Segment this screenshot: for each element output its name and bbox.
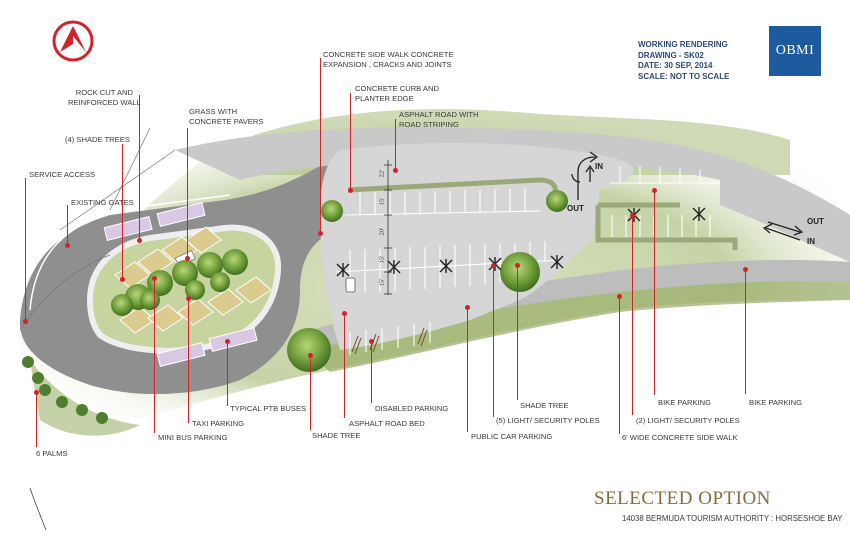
- drawing-subtitle: 14038 BERMUDA TOURISM AUTHORITY : HORSES…: [622, 514, 843, 523]
- label-sidewalk-6: 6' WIDE CONCRETE SIDE WALK: [622, 433, 738, 442]
- label-curb: CONCRETE CURB AND PLANTER EDGE: [355, 84, 439, 103]
- dimension-line: [384, 160, 392, 295]
- label-shade-tree-2: SHADE TREE: [520, 401, 569, 410]
- traffic-out-top: OUT: [567, 204, 584, 213]
- label-ptb-buses: TYPICAL PTB BUSES: [230, 404, 307, 413]
- drawing-title: SELECTED OPTION: [594, 488, 771, 509]
- obmi-logo: OBMI: [769, 26, 821, 76]
- label-bike-parking-2: BIKE PARKING: [749, 398, 803, 407]
- drawing-info-block: WORKING RENDERING DRAWING - SK02 DATE: 3…: [638, 40, 729, 82]
- label-asphalt-road: ASPHALT ROAD WITH ROAD STRIPING: [399, 110, 479, 129]
- drawing-info-line: DATE: 30 SEP, 2014: [638, 61, 713, 70]
- sidewalk-edge: [29, 194, 231, 311]
- dimension-label: 22': [378, 169, 386, 178]
- label-service-access: SERVICE ACCESS: [29, 170, 96, 179]
- palm-trees: [22, 356, 108, 424]
- drawing-info-line: WORKING RENDERING: [638, 40, 728, 49]
- label-taxi: TAXI PARKING: [192, 419, 245, 428]
- dimension-label: 20': [378, 227, 386, 236]
- label-mini-bus: MINI BUS PARKING: [158, 433, 228, 442]
- label-rock-cut: ROCK CUT AND REINFORCED WALL: [68, 88, 141, 107]
- dimension-label: 15': [378, 197, 386, 206]
- label-concrete-sidewalk: CONCRETE SIDE WALK CONCRETE EXPANSION , …: [323, 50, 454, 69]
- traffic-in-right: IN: [807, 237, 815, 246]
- label-existing-gates: EXISTING GATES: [71, 198, 134, 207]
- label-six-palms: 6 PALMS: [36, 449, 68, 458]
- dimension-label: 15': [378, 278, 386, 287]
- traffic-out-right: OUT: [807, 217, 824, 226]
- label-shade-trees-4: (4) SHADE TREES: [65, 135, 130, 144]
- label-public-car: PUBLIC CAR PARKING: [471, 432, 553, 441]
- label-light-poles-5: (5) LIGHT/ SECURITY POLES: [496, 416, 600, 425]
- label-bike-parking-1: BIKE PARKING: [658, 398, 712, 407]
- light-pole-symbols: [336, 207, 706, 277]
- label-disabled: DISABLED PARKING: [375, 404, 449, 413]
- drawing-info-line: DRAWING - SK02: [638, 50, 704, 60]
- label-light-poles-2: (2) LIGHT/ SECURITY POLES: [636, 416, 740, 425]
- traffic-in-top: IN: [595, 162, 603, 171]
- label-grass: GRASS WITH CONCRETE PAVERS: [189, 107, 264, 126]
- label-road-bed: ASPHALT ROAD BED: [349, 419, 425, 428]
- label-shade-tree-1: SHADE TREE: [312, 431, 361, 440]
- north-arrow-logo: [52, 20, 94, 62]
- drawing-info-line: SCALE: NOT TO SCALE: [638, 71, 730, 81]
- dimension-label: 15': [378, 255, 386, 264]
- traffic-arrows: [571, 151, 804, 241]
